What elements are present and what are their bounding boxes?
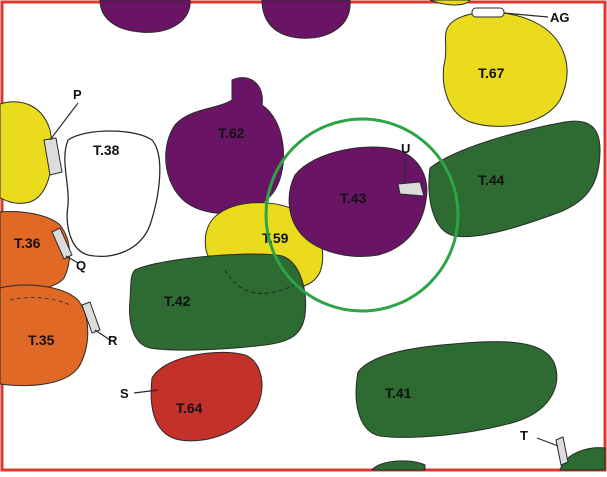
shape-label-t42: T.42: [164, 293, 191, 309]
shape-label-t44: T.44: [478, 172, 505, 188]
shape-label-t67: T.67: [478, 65, 505, 81]
pointer-label-p: P: [73, 87, 82, 102]
shape-label-t36: T.36: [14, 235, 41, 251]
pointer-label-t: T: [520, 428, 528, 443]
shape-label-t59: T.59: [262, 230, 289, 246]
shape-label-t43: T.43: [340, 190, 367, 206]
pointer-label-s: S: [120, 386, 129, 401]
shape-t42: [130, 254, 306, 350]
shape-label-t62: T.62: [218, 125, 245, 141]
marker-u: [398, 182, 424, 196]
shape-label-t64: T.64: [176, 400, 203, 416]
pointer-label-r: R: [108, 333, 118, 348]
marker-ag: [472, 8, 504, 17]
pointer-label-u: U: [401, 141, 410, 156]
shape-label-t35: T.35: [28, 332, 55, 348]
shape-label-t38: T.38: [93, 142, 120, 158]
pointer-label-ag: AG: [550, 10, 570, 25]
pointer-label-q: Q: [76, 258, 86, 273]
shape-label-t41: T.41: [385, 385, 412, 401]
partial-yellow-shape-left: [0, 102, 52, 203]
